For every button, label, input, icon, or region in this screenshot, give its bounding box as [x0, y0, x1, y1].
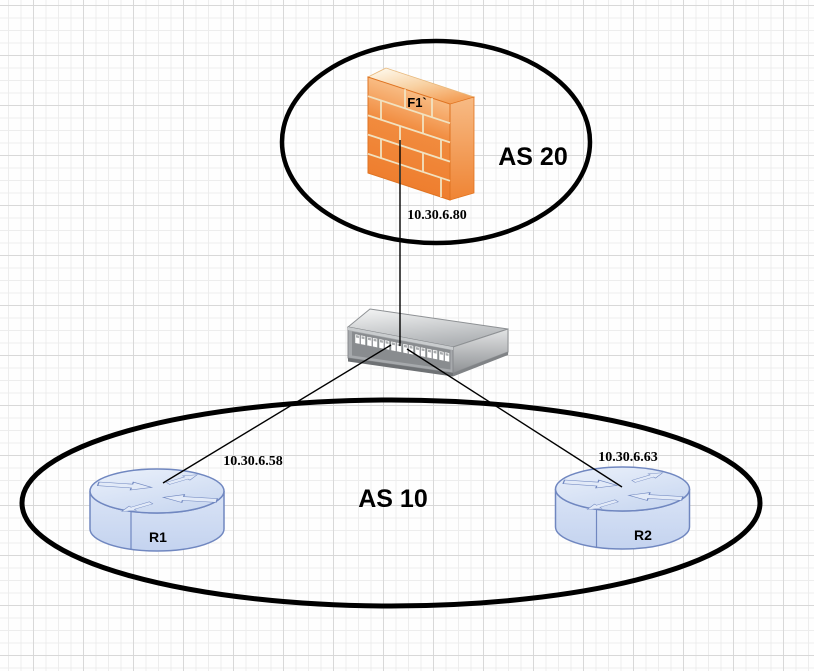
- link-switch-router1[interactable]: [162, 344, 392, 484]
- as10-boundary-ellipse[interactable]: [19, 397, 763, 609]
- firewall-name-label: F1`: [407, 95, 427, 110]
- as20-boundary-ellipse[interactable]: [279, 38, 593, 246]
- firewall-brick-mortar-lines: [367, 89, 451, 197]
- firewall-front-face: [367, 76, 451, 201]
- router2-name-label: R2: [634, 527, 652, 543]
- as20-label: AS 20: [498, 143, 567, 171]
- router2-icon[interactable]: [556, 467, 690, 549]
- router2-ip-label: 10.30.6.63: [598, 450, 658, 465]
- switch-base-shadow: [348, 358, 453, 377]
- firewall-icon[interactable]: [366, 67, 476, 201]
- as10-label: AS 10: [358, 485, 427, 513]
- router1-name-label: R1: [149, 529, 167, 545]
- router1-ip-label: 10.30.6.58: [223, 454, 283, 469]
- switch-base-shadow-right: [453, 352, 508, 377]
- switch-icon[interactable]: [346, 308, 509, 377]
- firewall-ip-label: 10.30.6.80: [407, 208, 467, 223]
- link-switch-router2[interactable]: [406, 348, 623, 488]
- firewall-side-face: [449, 96, 475, 201]
